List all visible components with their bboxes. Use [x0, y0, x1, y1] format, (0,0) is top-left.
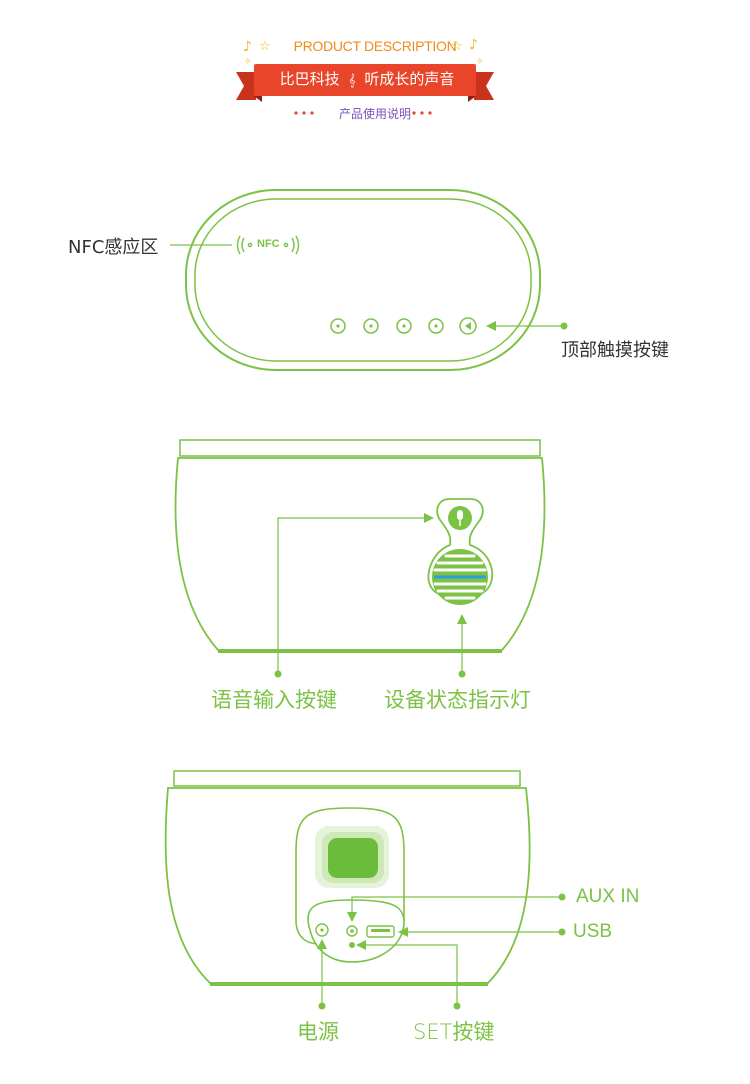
top-view-device [170, 189, 568, 371]
star-icon: ☆ [259, 39, 271, 54]
header-subtitle: 产品使用说明 [338, 107, 411, 121]
star-icon: ☆ [451, 39, 463, 54]
touch-key [459, 317, 477, 335]
touch-key [330, 318, 346, 334]
power-button [315, 923, 329, 937]
header-title-cn-right: 听成长的声音 [364, 70, 455, 88]
front-view-device [174, 439, 546, 678]
set-key-label: SET按键 [413, 1020, 495, 1044]
set-button [349, 942, 355, 948]
header-title-cn-left: 比巴科技 [279, 70, 340, 88]
subtitle-dots [294, 111, 432, 115]
header-title-cn: 比巴科技 𝄞 听成长的声音 [262, 66, 472, 92]
touch-key [363, 318, 379, 334]
touch-key [396, 318, 412, 334]
voice-grille-module [427, 498, 494, 605]
usb-port [366, 925, 395, 938]
header-title-en: PRODUCT DESCRIPTION [293, 38, 457, 54]
treble-clef-icon: 𝄞 [348, 73, 356, 87]
power-label: 电源 [297, 1020, 339, 1044]
touch-key [428, 318, 444, 334]
rear-speaker-pad [328, 838, 378, 878]
nfc-wave-icon [236, 235, 300, 255]
star-icon: ✧ [476, 57, 484, 67]
nfc-badge: NFC [257, 238, 280, 250]
star-icon: ✧ [244, 57, 252, 67]
touch-keys [330, 317, 477, 335]
nfc-label: NFC感应区 [68, 237, 159, 258]
status-light-label: 设备状态指示灯 [384, 688, 531, 712]
ribbon [236, 64, 494, 102]
aux-label: AUX IN [576, 886, 640, 907]
voice-key-label: 语音输入按键 [211, 688, 337, 712]
back-view-device [164, 770, 566, 1010]
touch-keys-label: 顶部触摸按键 [561, 340, 669, 361]
usb-label: USB [573, 921, 613, 942]
music-note-icon: ♪ [469, 37, 478, 53]
music-note-icon: ♪ [243, 39, 252, 55]
aux-port [346, 925, 358, 937]
header-decoration: ♪ ☆ ☆ ♪ ✧ ✧ [236, 37, 494, 115]
